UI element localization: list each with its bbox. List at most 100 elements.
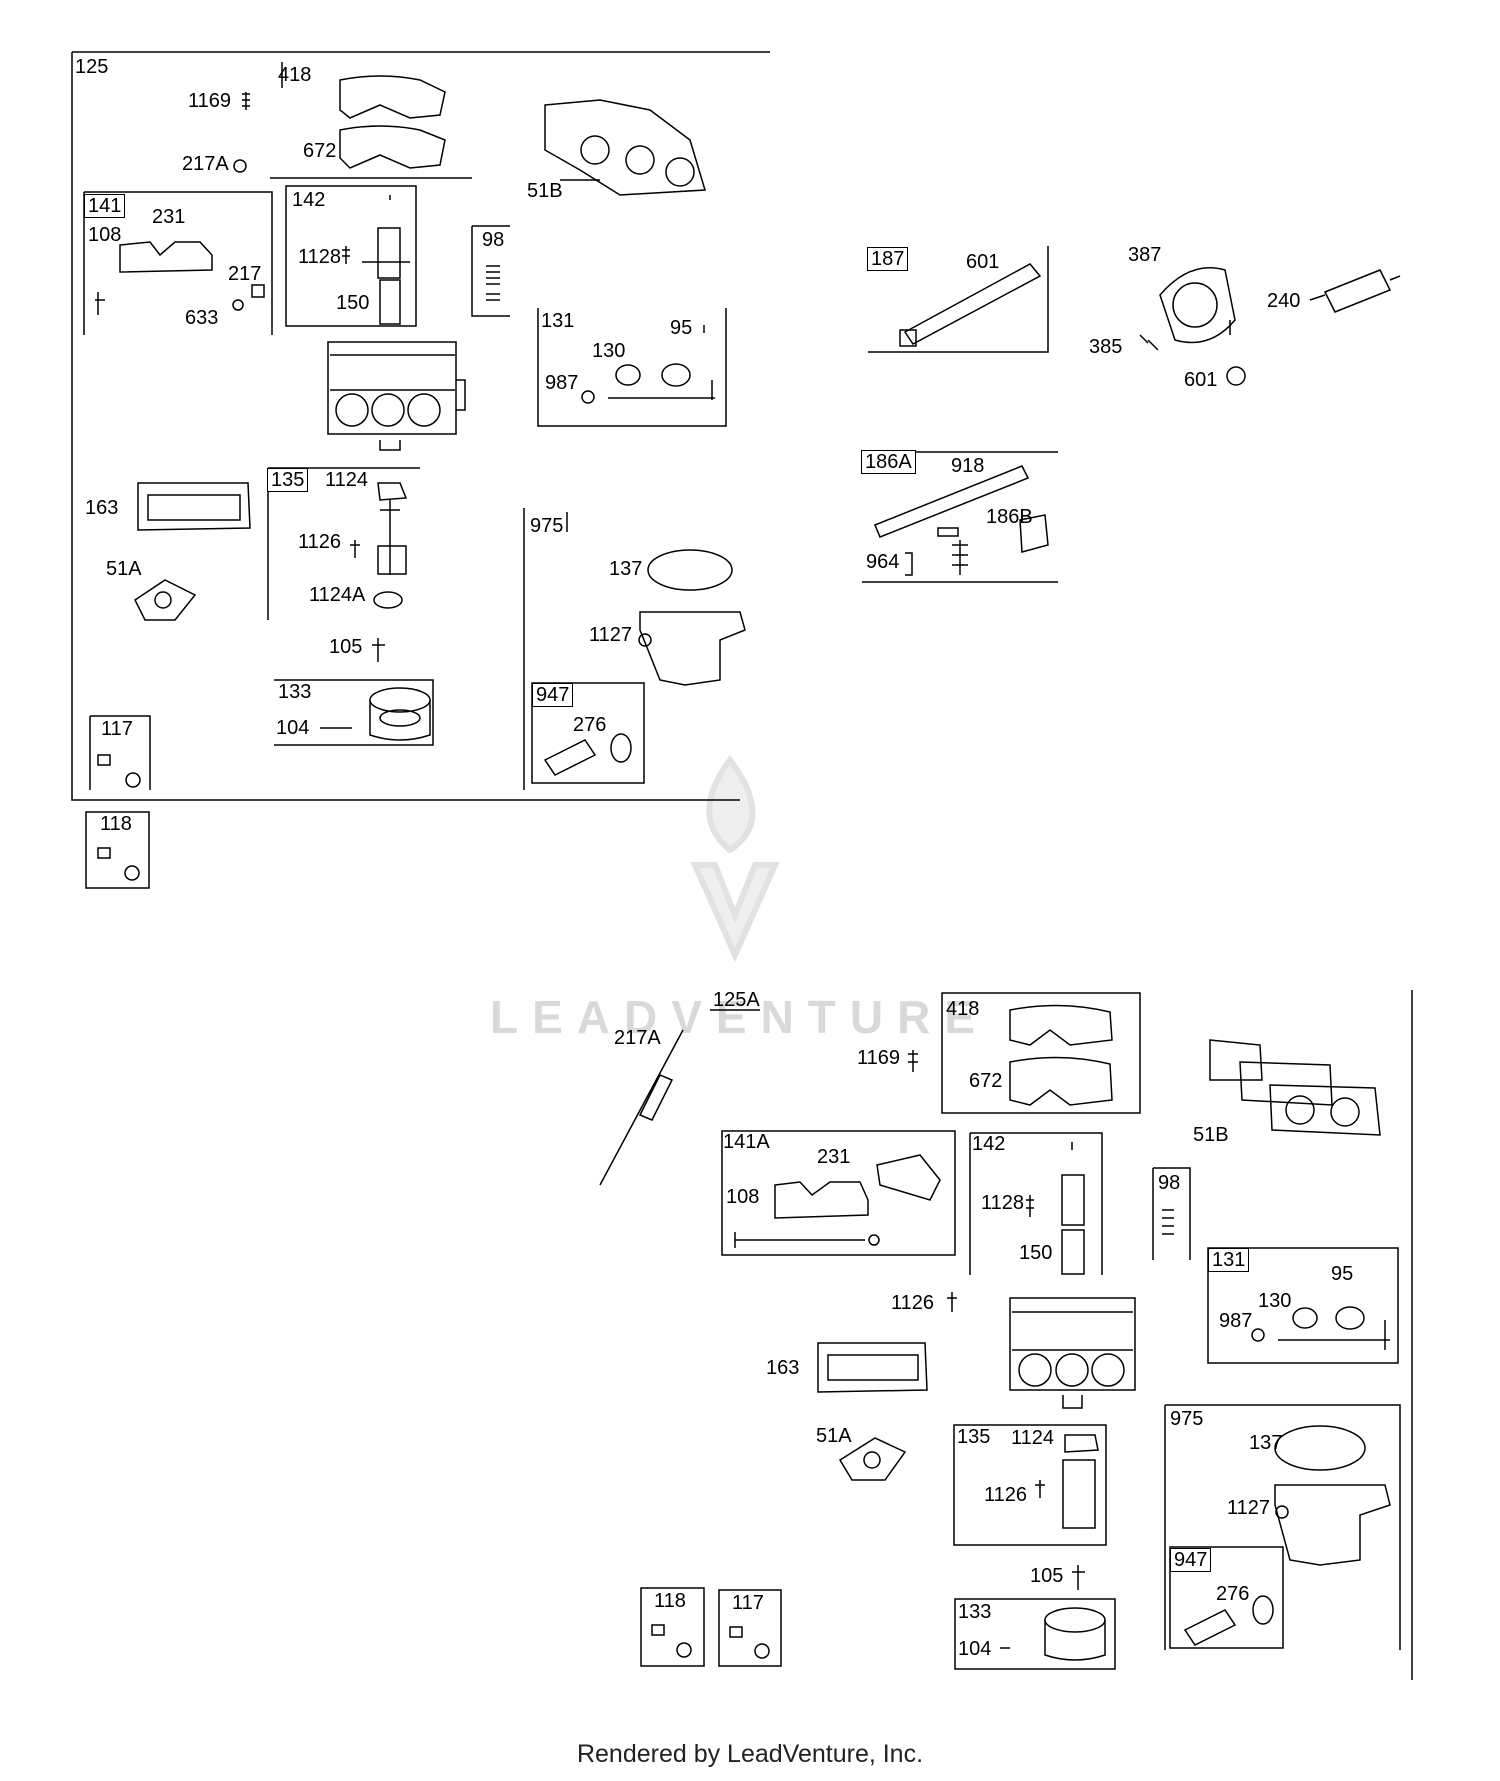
kit-98-frame — [471, 225, 510, 317]
gasket-51A-part — [134, 579, 197, 621]
spring-98-part-3 — [1162, 1209, 1174, 1235]
part-label-601-clamp: 601 — [1184, 369, 1218, 391]
gasket-51B-part — [544, 99, 706, 196]
part-label-217A: 217A — [182, 153, 229, 175]
group1-frame — [71, 51, 770, 801]
footer-credit: Rendered by LeadVenture, Inc. — [576, 1740, 924, 1768]
plate-150-part — [342, 195, 410, 325]
part-label-108-3: 108 — [726, 1186, 760, 1208]
part-label-150-3: 150 — [1019, 1242, 1053, 1264]
kit-label-947: 947 — [532, 683, 574, 707]
part-label-51B-3: 51B — [1193, 1124, 1229, 1146]
kit-187-frame — [868, 246, 1049, 353]
part-label-51A-3: 51A — [816, 1425, 852, 1447]
fuel-line-601-part — [899, 263, 1042, 347]
part-label-1124-3: 1124 — [1011, 1427, 1055, 1449]
part-label-601-line: 601 — [966, 251, 1000, 273]
kit-label-98: 98 — [482, 229, 505, 251]
part-label-672: 672 — [303, 140, 337, 162]
kit-label-125: 125 — [75, 56, 109, 78]
part-label-130-3: 130 — [1258, 1290, 1292, 1312]
kit-label-131: 131 — [541, 310, 575, 332]
part-label-672-3: 672 — [969, 1070, 1003, 1092]
part-label-108: 108 — [88, 224, 122, 246]
part-label-276-3: 276 — [1216, 1583, 1250, 1605]
kit-118-frame — [85, 811, 150, 889]
group3-frame — [710, 990, 1413, 1680]
kit-label-187: 187 — [867, 247, 909, 271]
bowl-975-part — [638, 549, 746, 686]
kit-label-118: 118 — [100, 813, 132, 835]
plate-150-part-3 — [1026, 1142, 1085, 1275]
float-135-parts-3 — [1035, 1434, 1099, 1529]
kit-117-parts-3 — [729, 1626, 770, 1659]
kit-131-frame — [537, 308, 727, 427]
kit-label-135-3: 135 — [957, 1426, 991, 1448]
part-label-104: 104 — [276, 717, 310, 739]
part-label-918: 918 — [951, 455, 985, 477]
part-label-964: 964 — [866, 551, 900, 573]
kit-label-117: 117 — [101, 718, 133, 740]
kit-131-parts-3 — [1251, 1306, 1390, 1350]
needle-105-part-3 — [1072, 1565, 1085, 1590]
part-label-105: 105 — [329, 636, 363, 658]
kit-label-975: 975 — [530, 515, 564, 537]
kit-label-133-3: 133 — [958, 1601, 992, 1623]
watermark-logo — [690, 754, 780, 963]
spring-98-part — [486, 265, 500, 301]
part-label-1126-3b: 1126 — [984, 1484, 1028, 1506]
part-label-163-3: 163 — [766, 1357, 800, 1379]
kit-118-frame-3 — [640, 1587, 705, 1667]
needle-105-part — [372, 638, 385, 662]
solenoid-947-part — [543, 733, 632, 776]
part-label-1126: 1126 — [298, 531, 342, 553]
kit-label-186A: 186A — [861, 450, 916, 474]
plate-108-part — [95, 241, 265, 315]
part-label-104-3: 104 — [958, 1638, 992, 1660]
kit-label-117-3: 117 — [732, 1592, 764, 1614]
part-label-1128-3: 1128 — [981, 1192, 1025, 1214]
kit-131-frame-3 — [1207, 1247, 1399, 1364]
part-label-137: 137 — [609, 558, 643, 580]
kit-418-frame-3 — [941, 992, 1141, 1114]
part-label-1124A: 1124A — [309, 584, 366, 606]
kit-label-141A: 141A — [723, 1131, 770, 1153]
kit-133-frame — [274, 679, 434, 746]
part-label-240: 240 — [1267, 290, 1301, 312]
part-label-231: 231 — [152, 206, 186, 228]
part-label-95-3: 95 — [1331, 1263, 1354, 1285]
screw-385-part — [1139, 334, 1159, 351]
part-label-987: 987 — [545, 372, 579, 394]
part-label-387: 387 — [1128, 244, 1162, 266]
kit-label-133: 133 — [278, 681, 312, 703]
part-label-276: 276 — [573, 714, 607, 736]
bowl-133-part-3 — [1000, 1607, 1106, 1661]
gasket-51A-part-3 — [838, 1437, 907, 1481]
part-label-51B: 51B — [527, 180, 563, 202]
kit-142-frame — [285, 185, 417, 327]
part-label-217: 217 — [228, 263, 262, 285]
screw-1126-part-3 — [947, 1292, 957, 1312]
part-label-163: 163 — [85, 497, 119, 519]
kit-label-135: 135 — [267, 468, 309, 492]
watermark: LEADVENTURE — [490, 991, 990, 1043]
kit-label-98-3: 98 — [1158, 1172, 1181, 1194]
kit-label-142-3: 142 — [972, 1133, 1006, 1155]
part-label-150: 150 — [336, 292, 370, 314]
kit-label-141: 141 — [84, 194, 126, 218]
part-label-1127: 1127 — [589, 624, 633, 646]
part-label-231-3: 231 — [817, 1146, 851, 1168]
part-label-217A-dipstick: 217A — [614, 1027, 661, 1049]
kit-135-frame-3 — [953, 1424, 1107, 1546]
part-label-1128: 1128 — [298, 246, 342, 268]
fuel-filter-240-part — [1309, 269, 1401, 313]
part-label-1169-3: 1169 — [857, 1047, 901, 1069]
kit-141A-frame — [721, 1130, 956, 1256]
part-label-137-3: 137 — [1249, 1432, 1283, 1454]
kit-label-125A: 125A — [713, 989, 760, 1011]
kit-117-frame-3 — [718, 1589, 782, 1667]
kit-label-947-3: 947 — [1170, 1548, 1212, 1572]
kit-142-frame-3 — [969, 1132, 1103, 1275]
part-label-51A: 51A — [106, 558, 142, 580]
